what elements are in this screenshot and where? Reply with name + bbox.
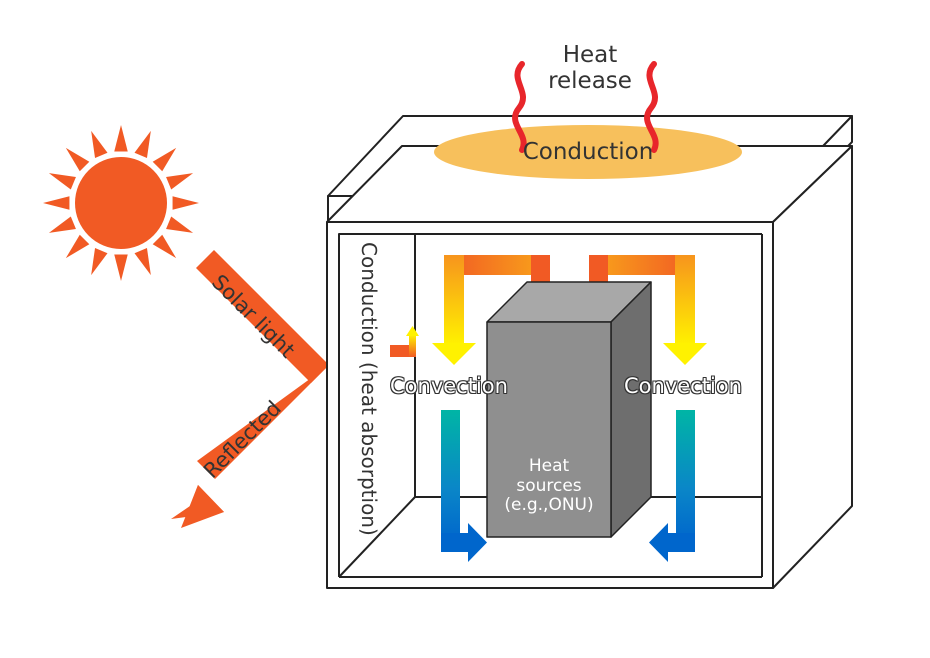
heat-release-label: Heat release	[548, 42, 632, 95]
heat-source-block	[486, 281, 652, 538]
heat-wave-icon	[512, 61, 527, 153]
sun-ray	[91, 248, 108, 276]
sun-ray	[43, 196, 70, 210]
sun-ray	[166, 216, 194, 233]
solar-reflection-arrow	[171, 250, 329, 528]
side-conduction-label: Conduction (heat absorption)	[357, 242, 381, 536]
heat-wave-icon	[644, 61, 659, 153]
sun-ray	[152, 234, 177, 259]
sun-ray	[172, 196, 199, 210]
sun-ray	[134, 248, 151, 276]
heat-sources-label: Heat sources (e.g.,ONU)	[504, 456, 594, 516]
top-conduction-label: Conduction	[522, 139, 654, 165]
sun-ray	[166, 173, 194, 190]
sun-ray	[134, 130, 151, 158]
sun-ray	[48, 173, 76, 190]
sun-icon	[43, 125, 199, 281]
cool-convection-arrows	[441, 410, 695, 562]
sun-ray	[48, 216, 76, 233]
sun-ray	[91, 130, 108, 158]
sun-ray	[114, 254, 128, 281]
sun-ray	[152, 147, 177, 172]
sun-ray	[65, 147, 90, 172]
conduction-ellipse	[434, 125, 742, 179]
convection-right-label: Convection	[624, 374, 742, 398]
sun-ray	[114, 125, 128, 152]
convection-left-label: Convection	[390, 374, 508, 398]
sun-ray	[65, 234, 90, 259]
